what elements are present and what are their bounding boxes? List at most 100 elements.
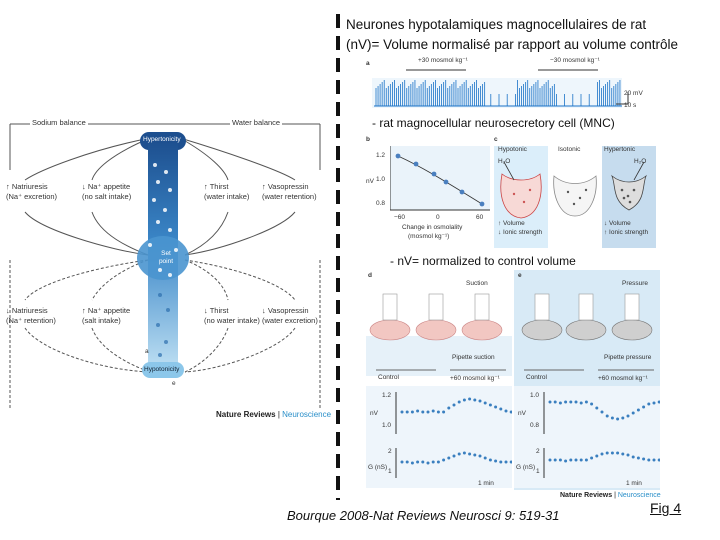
osmoregulation-diagram bbox=[9, 123, 321, 410]
time-series-point bbox=[647, 402, 651, 406]
panel-b-label: b bbox=[366, 136, 370, 143]
time-series-point bbox=[509, 410, 512, 414]
time-series-point bbox=[410, 410, 414, 414]
panel-a: a +30 mosmol kg⁻¹ −30 mosmol kg⁻¹ 20 mV … bbox=[366, 56, 643, 112]
time-series-point bbox=[574, 400, 578, 404]
time-series-point bbox=[657, 400, 660, 404]
time-series-point bbox=[499, 460, 503, 464]
time-series-point bbox=[605, 451, 609, 455]
time-series-point bbox=[410, 461, 414, 465]
panel-b-ytick-1: 1.2 bbox=[376, 152, 386, 159]
panel-e-pipette: Pipette pressure bbox=[604, 354, 652, 361]
upper-response-vasopressin: ↑ Vasopressin (water retention) bbox=[262, 182, 317, 201]
time-series-point bbox=[473, 453, 477, 457]
time-series-point bbox=[488, 458, 492, 462]
panel-c-cells bbox=[494, 146, 656, 248]
time-series-point bbox=[457, 452, 461, 456]
mnc-caption: - rat magnocellular neurosecretory cell … bbox=[372, 116, 615, 130]
time-series-point bbox=[405, 410, 409, 414]
panel-d-g-tick-2: 1 bbox=[388, 468, 392, 475]
panel-d-stim: +60 mosmol kg⁻¹ bbox=[450, 375, 500, 382]
time-series-point bbox=[442, 458, 446, 462]
nv-caption: - nV= normalized to control volume bbox=[390, 254, 576, 268]
panel-a-label: a bbox=[366, 60, 370, 67]
panel-d-label: d bbox=[368, 272, 372, 279]
time-series-point bbox=[431, 460, 435, 464]
panel-b-point bbox=[395, 153, 401, 159]
time-series-point bbox=[553, 458, 557, 462]
time-series-point bbox=[569, 458, 573, 462]
panel-d-time: 1 min bbox=[478, 480, 494, 487]
panel-a-stim-1: +30 mosmol kg⁻¹ bbox=[418, 57, 468, 64]
time-series-point bbox=[421, 460, 425, 464]
panel-a-trace bbox=[372, 69, 629, 108]
upper-response-natriuresis: ↑ Natriuresis (Na⁺ excretion) bbox=[6, 182, 58, 201]
time-series-point bbox=[436, 410, 440, 414]
panel-c-hypo-note-2: ↓ Ionic strength bbox=[498, 229, 543, 236]
time-series-point bbox=[452, 454, 456, 458]
panel-e-graphics bbox=[514, 293, 660, 488]
time-series-point bbox=[509, 460, 512, 464]
time-series-point bbox=[621, 452, 625, 456]
time-series-point bbox=[657, 458, 660, 462]
time-series-point bbox=[478, 399, 482, 403]
sodium-balance-label: Sodium balance bbox=[30, 118, 88, 127]
time-series-point bbox=[595, 406, 599, 410]
time-series-point bbox=[564, 400, 568, 404]
panel-e: e Pressure Pipette pressure Control +60 … bbox=[514, 270, 660, 490]
nature-reviews-credit-left: Nature Reviews | Neuroscience bbox=[216, 410, 332, 419]
figure-number: Fig 4 bbox=[650, 500, 682, 516]
time-series-point bbox=[616, 451, 620, 455]
time-series-point bbox=[642, 405, 646, 409]
hypotonicity-label: Hypotonicity bbox=[144, 366, 180, 373]
time-series-point bbox=[631, 411, 635, 415]
time-series-point bbox=[652, 458, 656, 462]
panel-b-xlabel-1: Change in osmolality bbox=[402, 224, 463, 231]
time-series-point bbox=[642, 457, 646, 461]
panel-d: d Suction Pipette suction Control +60 mo… bbox=[366, 270, 512, 490]
time-series-point bbox=[584, 400, 588, 404]
panel-c: c Hypotonic Isotonic Hypertonic H₂O H₂O … bbox=[494, 136, 656, 248]
panel-b-xlabel-2: (mosmol kg⁻¹) bbox=[408, 233, 450, 240]
title-line-1: Neurones hypotalamiques magnocellulaires… bbox=[346, 17, 647, 32]
panel-c-state-hypertonic: Hypertonic bbox=[604, 146, 636, 153]
time-series-point bbox=[488, 403, 492, 407]
time-series-point bbox=[636, 456, 640, 460]
time-series-point bbox=[431, 409, 435, 413]
time-series-point bbox=[499, 407, 503, 411]
time-series-point bbox=[478, 454, 482, 458]
time-series-point bbox=[548, 400, 552, 404]
time-series-point bbox=[574, 458, 578, 462]
osmoregulation-figure: Sodium balance Water balance Hypertonici… bbox=[0, 110, 332, 430]
time-series-point bbox=[621, 416, 625, 420]
panel-d-graphics bbox=[366, 293, 512, 488]
water-balance-label: Water balance bbox=[230, 118, 283, 127]
panel-b-point bbox=[459, 189, 465, 195]
citation: Bourque 2008-Nat Reviews Neurosci 9: 519… bbox=[287, 508, 560, 523]
panel-d-nv-label: nV bbox=[370, 410, 378, 417]
panel-c-hyper-note-2: ↑ Ionic strength bbox=[604, 229, 649, 236]
panel-b: b nV 1.2 1.0 0.8 −60 0 60 Change in osmo… bbox=[366, 136, 492, 246]
figure-label-a: a bbox=[145, 348, 149, 355]
panel-b-xtick-3: 60 bbox=[476, 214, 484, 221]
upper-response-thirst: ↑ Thirst (water intake) bbox=[204, 182, 250, 201]
panel-d-g-tick-1: 2 bbox=[388, 448, 392, 455]
panel-b-point bbox=[413, 161, 419, 167]
panel-e-nv-tick-2: 0.8 bbox=[530, 422, 540, 429]
time-series-point bbox=[558, 458, 562, 462]
time-series-point bbox=[504, 409, 508, 413]
time-series-point bbox=[494, 459, 498, 463]
panel-b-point bbox=[479, 201, 485, 207]
panel-d-pipette: Pipette suction bbox=[452, 354, 495, 361]
time-series-point bbox=[405, 460, 409, 464]
time-series-point bbox=[442, 410, 446, 414]
time-series-point bbox=[579, 401, 583, 405]
time-series-point bbox=[473, 398, 477, 402]
panel-e-g-tick-2: 1 bbox=[536, 468, 540, 475]
panel-c-water-hypo: H₂O bbox=[498, 158, 511, 165]
time-series-point bbox=[631, 455, 635, 459]
time-series-point bbox=[626, 414, 630, 418]
time-series-point bbox=[483, 401, 487, 405]
panel-e-stim: +60 mosmol kg⁻¹ bbox=[598, 375, 648, 382]
lower-response-natriuresis: ↓ Natriuresis (Na⁺ retention) bbox=[6, 306, 56, 325]
